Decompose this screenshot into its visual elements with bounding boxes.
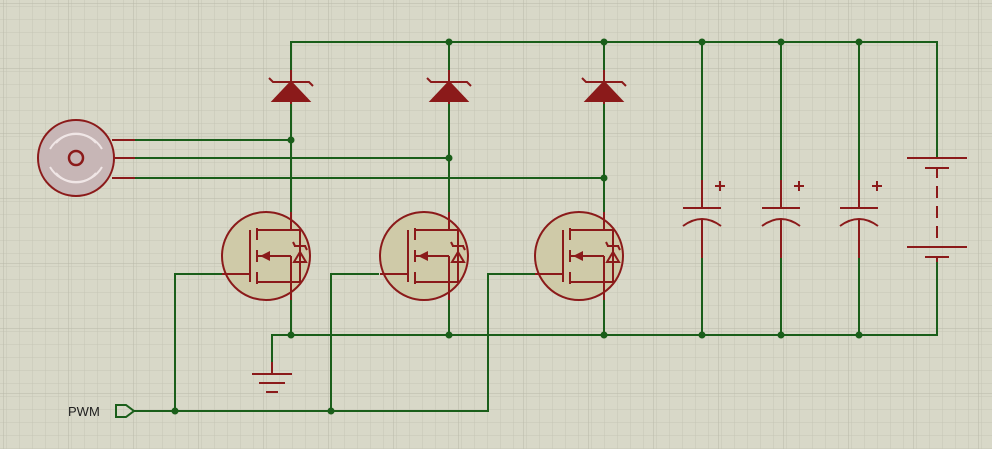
motor-symbol-icon[interactable] — [37, 119, 135, 197]
wire-gate-3[interactable] — [487, 273, 535, 412]
mosfet-symbol-icon[interactable] — [379, 211, 469, 301]
junction — [171, 407, 179, 415]
battery-symbol-icon[interactable] — [907, 157, 967, 262]
junctions — [171, 38, 863, 415]
input-terminal-icon — [115, 404, 136, 418]
wire-gate-2[interactable] — [330, 273, 379, 412]
junction — [600, 331, 608, 339]
diode-symbol-icon[interactable] — [268, 70, 314, 104]
junction — [600, 174, 608, 182]
wire-top-rail[interactable] — [290, 41, 938, 159]
junction — [445, 331, 453, 339]
junction — [698, 38, 706, 46]
junction — [445, 38, 453, 46]
pwm-label: PWM — [68, 404, 100, 419]
capacitor-symbol-icon[interactable] — [761, 180, 804, 258]
junction — [777, 38, 785, 46]
mosfet-symbol-icon[interactable] — [534, 211, 624, 301]
pwm-input-terminal[interactable]: PWM — [68, 404, 136, 419]
junction — [698, 331, 706, 339]
junction — [327, 407, 335, 415]
capacitor-symbol-icon[interactable] — [682, 180, 725, 258]
diode-symbol-icon[interactable] — [426, 70, 472, 104]
junction — [855, 38, 863, 46]
mosfet-symbol-icon[interactable] — [221, 211, 311, 301]
ground-symbol-icon — [252, 362, 292, 393]
junction — [855, 331, 863, 339]
junction — [287, 331, 295, 339]
wire-gate-1[interactable] — [174, 273, 223, 412]
wire-bottom-rail[interactable] — [290, 261, 938, 336]
junction — [287, 136, 295, 144]
junction — [777, 331, 785, 339]
diode-symbol-icon[interactable] — [581, 70, 627, 104]
capacitor-symbol-icon[interactable] — [839, 180, 882, 258]
junction — [600, 38, 608, 46]
junction — [445, 154, 453, 162]
